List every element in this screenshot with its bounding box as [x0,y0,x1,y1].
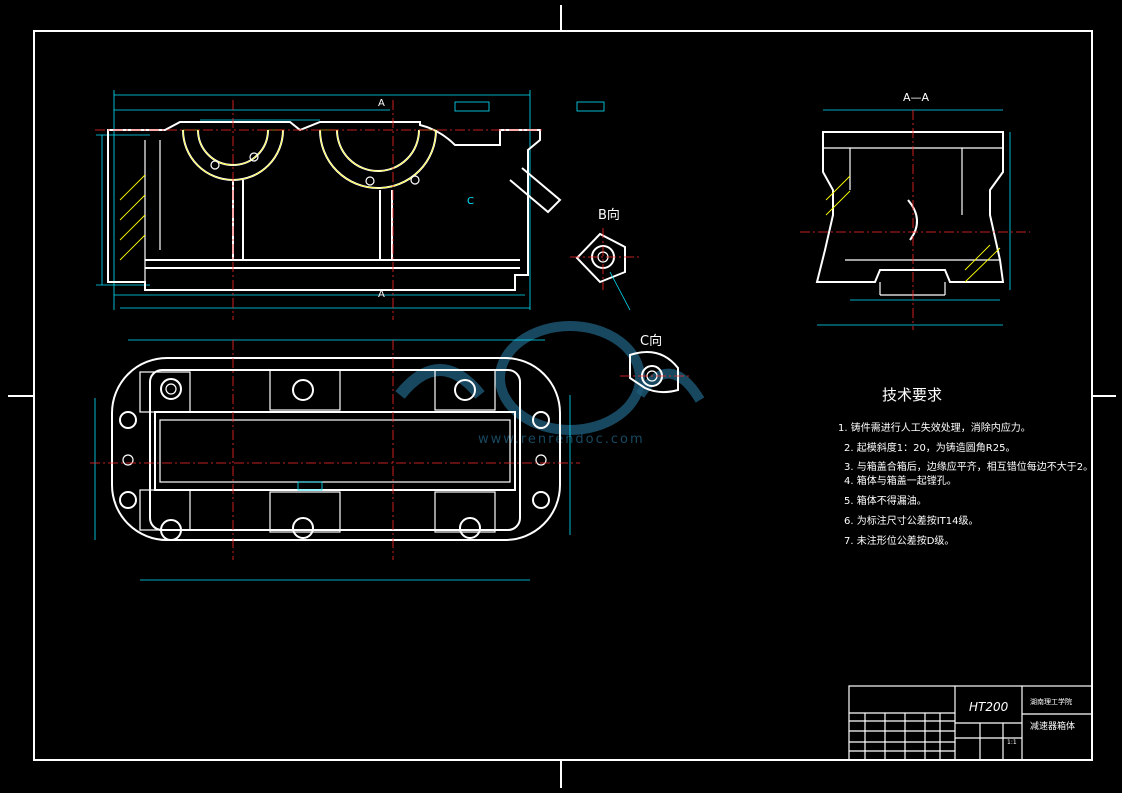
front-section-view: A A C [95,90,605,320]
tech-req-item: 2. 起模斜度1：20，为铸造圆角R25。 [844,441,1015,454]
tech-req-title: 技术要求 [882,386,942,404]
school-name: 湖南理工学院 [1030,697,1072,706]
tech-req-item: 7. 未注形位公差按D级。 [844,534,954,547]
tech-req-item: 3. 与箱盖合箱后，边缘应平齐，相互错位每边不大于2。 [844,460,1093,473]
tech-req-item: 5. 箱体不得漏油。 [844,494,927,507]
title-block: HT200 湖南理工学院 减速器箱体 1:1 [848,685,1093,761]
view-c-title: C向 [640,333,662,349]
view-c: C向 [620,333,690,394]
sheet-frame [8,5,1116,788]
part-name: 减速器箱体 [1030,720,1075,732]
section-a-label-bottom: A [378,289,385,300]
top-plan-view [90,339,580,581]
scale-value: 1:1 [1007,739,1017,746]
section-a-label-top: A [378,98,385,109]
view-a-title: A—A [903,91,930,104]
side-section-view: A—A [800,91,1030,330]
technical-requirements: 技术要求 1. 铸件需进行人工失效处理，消除内应力。 2. 起模斜度1：20，为… [838,386,1093,547]
material-label: HT200 [969,700,1009,714]
tech-req-item: 6. 为标注尺寸公差按IT14级。 [844,514,979,527]
section-c-label: C [467,196,474,207]
view-b: B向 [570,207,640,311]
tech-req-item: 1. 铸件需进行人工失效处理，消除内应力。 [838,421,1031,434]
watermark-text: www.renrendoc.com [478,432,645,447]
tech-req-item: 4. 箱体与箱盖一起镗孔。 [844,474,957,487]
view-b-title: B向 [598,207,620,223]
